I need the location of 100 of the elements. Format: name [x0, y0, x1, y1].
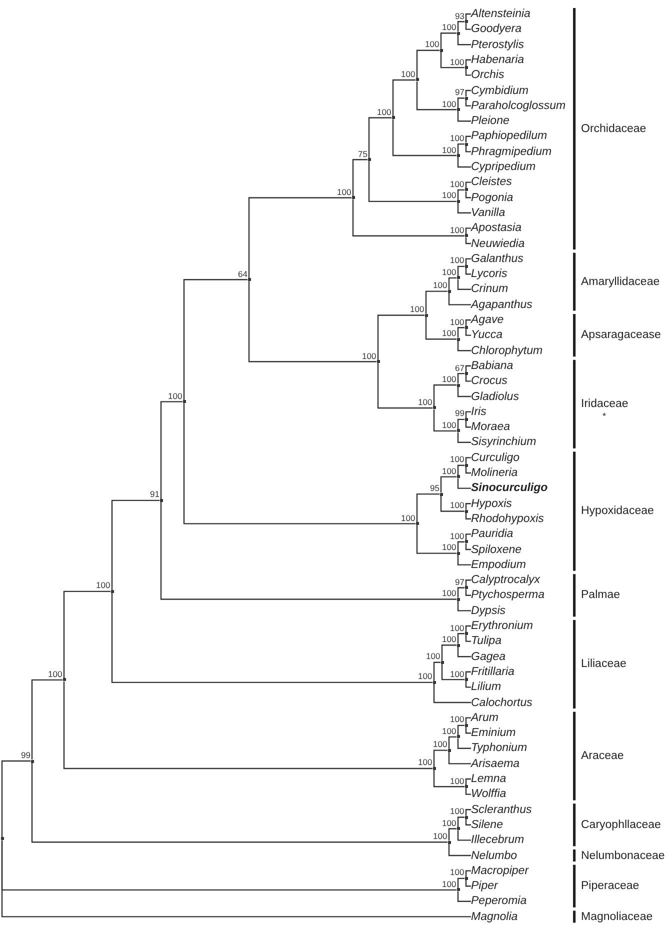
branch-point	[464, 464, 468, 467]
bootstrap-value: 99	[21, 751, 30, 760]
branch-line	[465, 809, 471, 816]
branch-line	[457, 724, 464, 736]
taxon-name: Pauridia	[471, 527, 514, 542]
branch-point	[456, 154, 460, 158]
taxon-name: Empodium	[471, 558, 526, 572]
branch-line	[425, 316, 456, 340]
bootstrap-value: 100	[450, 501, 464, 510]
branch-point	[392, 116, 394, 120]
bootstrap-value: 97	[455, 578, 464, 587]
branch-line	[433, 384, 456, 406]
branch-point	[456, 598, 460, 601]
branch-line	[465, 90, 471, 97]
branch-line	[440, 476, 456, 493]
taxon-name: Sisyrinchium	[471, 435, 536, 450]
branch-point	[432, 406, 436, 410]
branch-line	[465, 778, 471, 786]
branch-line	[465, 503, 471, 510]
family-name: Magnoliaceae	[581, 910, 653, 924]
branch-point	[464, 20, 468, 24]
bootstrap-value: 100	[418, 398, 432, 407]
branch-point	[464, 372, 468, 376]
branch-line	[457, 554, 471, 566]
bootstrap-value: 100	[433, 281, 448, 290]
branch-line	[457, 21, 464, 32]
bootstrap-value: 100	[450, 776, 464, 786]
branch-line	[440, 32, 456, 49]
branch-line	[465, 182, 471, 188]
family-name: Palmae	[581, 588, 620, 602]
bootstrap-value: 100	[96, 581, 110, 590]
bootstrap-value: 100	[401, 514, 416, 523]
bootstrap-value: 100	[450, 134, 464, 144]
family-name: Piperaceae	[581, 879, 640, 894]
branch-line	[465, 411, 471, 418]
taxon-name: Agapanthus	[471, 298, 532, 312]
branch-line	[465, 365, 471, 372]
branch-point	[416, 78, 418, 82]
branch-line	[465, 726, 471, 734]
branch-line	[425, 290, 448, 314]
branch-line	[457, 587, 464, 598]
branch-point	[464, 188, 468, 192]
taxon-name: Peperomia	[471, 894, 527, 908]
branch-line	[183, 279, 248, 400]
branch-point	[464, 96, 468, 100]
bootstrap-value: 100	[450, 256, 464, 266]
branch-line	[377, 314, 424, 360]
branch-point	[448, 748, 450, 752]
branch-line	[392, 79, 416, 116]
bootstrap-value: 100	[442, 146, 456, 155]
bootstrap-value: 100	[442, 635, 456, 644]
branch-line	[457, 541, 464, 552]
bootstrap-value: 100	[450, 455, 464, 464]
taxon-name: Gagea	[471, 650, 506, 664]
branch-line	[465, 228, 471, 234]
branch-point	[456, 276, 460, 280]
branch-point	[464, 876, 468, 880]
branch-line	[465, 671, 471, 678]
bootstrap-value: 100	[450, 318, 464, 327]
branch-line	[457, 143, 464, 154]
bootstrap-value: 100	[442, 191, 456, 200]
branch-point	[464, 510, 468, 513]
taxon-name: Magnolia	[471, 910, 518, 924]
branch-point	[456, 735, 460, 738]
branch-line	[465, 13, 471, 20]
branch-point	[456, 827, 460, 830]
bootstrap-value: 100	[362, 352, 376, 361]
taxon-name: Dypsis	[471, 604, 506, 618]
branch-point	[464, 816, 468, 819]
branch-point	[464, 724, 468, 727]
branch-point	[160, 498, 162, 502]
branch-line	[465, 319, 471, 326]
family-name: Liliaceae	[581, 657, 626, 672]
branch-point	[0, 837, 4, 840]
branch-line	[433, 409, 456, 432]
branch-line	[457, 340, 471, 352]
branch-line	[457, 816, 464, 828]
bootstrap-value: 100	[442, 420, 456, 430]
branch-line	[457, 418, 464, 430]
bootstrap-value: 100	[410, 305, 424, 314]
branch-line	[457, 202, 471, 214]
bootstrap-value: 100	[168, 392, 182, 401]
branch-point	[464, 540, 468, 544]
bootstrap-value: 67	[455, 364, 464, 373]
bootstrap-value: 100	[377, 108, 392, 117]
branch-point	[62, 678, 66, 682]
branch-line	[368, 161, 456, 202]
taxon-name: Sinocurculigo	[471, 481, 548, 496]
branch-point	[352, 196, 354, 200]
branch-point	[464, 234, 468, 238]
family-name: Nelumbonaceae	[581, 848, 665, 862]
bootstrap-value: 100	[442, 23, 456, 32]
family-name: Hypoxidaceae	[581, 504, 654, 518]
bootstrap-value: 95	[430, 484, 440, 494]
bootstrap-value: 100	[442, 466, 456, 476]
taxon-name: Illecebrum	[471, 833, 524, 848]
branch-point	[376, 360, 380, 364]
branch-line	[465, 69, 471, 76]
branch-line	[465, 268, 471, 275]
branch-line	[352, 159, 368, 196]
